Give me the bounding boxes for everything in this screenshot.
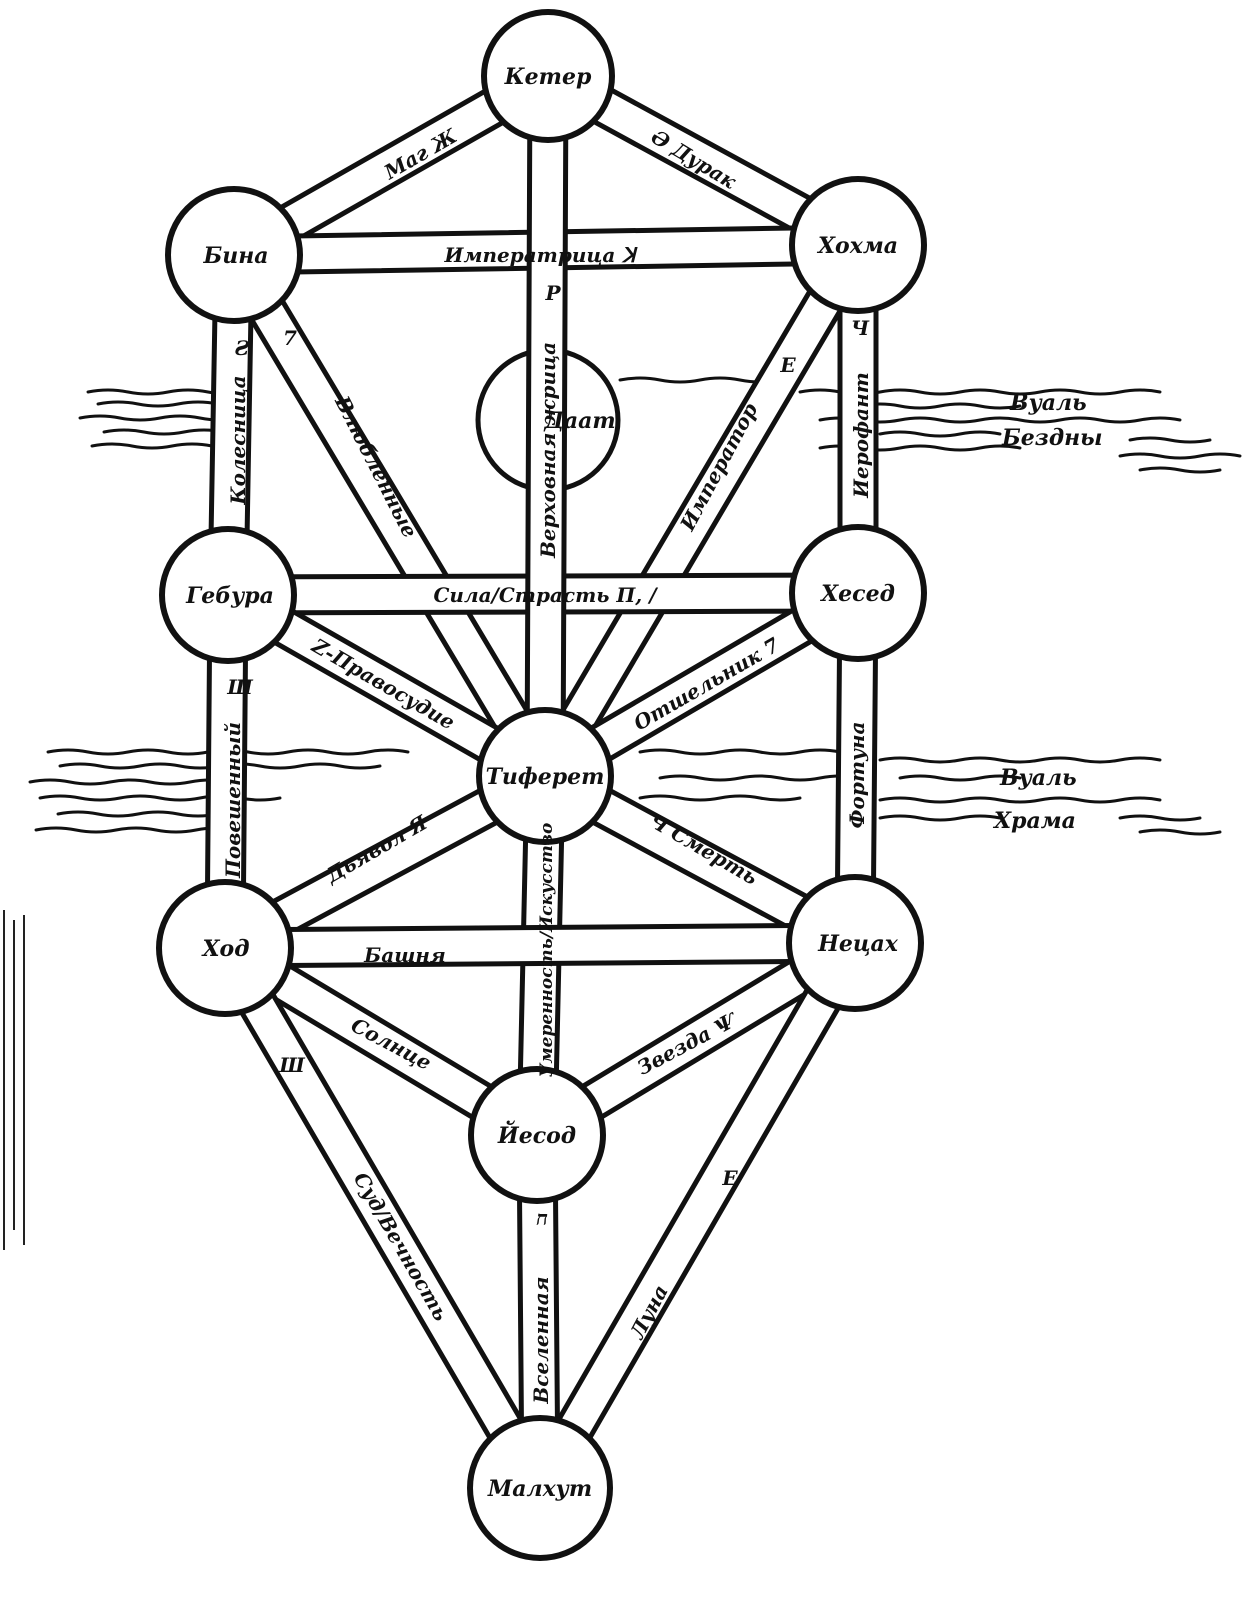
path-label-hesed-netzah: Фортуна bbox=[845, 722, 869, 829]
path-letter-keter-tiferet: P bbox=[544, 281, 561, 305]
path-letter-hokhma-tiferet: E bbox=[779, 353, 796, 377]
path-label-hod-netzah: Башня bbox=[363, 943, 446, 967]
tiferet-circle bbox=[476, 707, 614, 845]
path-label-hod-malkhut: Суд/Вечность bbox=[349, 1168, 454, 1325]
malkhut-label: Малхут bbox=[487, 1476, 592, 1502]
netzah-circle bbox=[786, 874, 924, 1012]
veil-of-temple-lines bbox=[28, 748, 1222, 836]
hokhma-label: Хохма bbox=[816, 233, 898, 259]
gevura-circle bbox=[159, 526, 297, 664]
path-letter-yesod-malkhut: ח bbox=[536, 1206, 548, 1230]
tiferet-label: Тиферет bbox=[486, 764, 605, 790]
bina-label: Бина bbox=[202, 243, 268, 269]
netzah-label: Нецах bbox=[817, 931, 899, 957]
keter-circle bbox=[481, 9, 615, 143]
path-letter-bina-gevura: Ƨ bbox=[235, 336, 250, 360]
veil-labels: Вуаль Бездны Вуаль Храма bbox=[992, 390, 1103, 834]
yesod-circle bbox=[468, 1066, 606, 1204]
path-label-gevura-hesed: Сила/Страсть П, / bbox=[433, 583, 658, 607]
path-label-yesod-malkhut: Вселенная bbox=[529, 1276, 553, 1404]
path-label-bina-gevura: Колесница bbox=[226, 375, 250, 505]
hod-label: Ход bbox=[200, 936, 249, 962]
veil-temple-label-line2: Храма bbox=[992, 808, 1076, 834]
daat-label: Даат bbox=[543, 408, 615, 434]
gevura-label: Гебура bbox=[185, 583, 274, 609]
path-label-bina-hokhma: Императрица ꓘ bbox=[444, 243, 639, 267]
keter-label: Кетер bbox=[504, 64, 592, 90]
path-label-gevura-hod: Повешенный bbox=[221, 722, 245, 879]
hod-circle bbox=[156, 879, 294, 1017]
hesed-label: Хесед bbox=[819, 581, 895, 607]
path-letter-gevura-hod: Ш bbox=[226, 675, 253, 699]
path-label-tiferet-yesod: Умеренность/Искусство bbox=[537, 823, 557, 1078]
bina-circle bbox=[165, 186, 303, 324]
hokhma-circle bbox=[789, 176, 927, 314]
sephirot bbox=[156, 9, 927, 1561]
path-letter-netzah-malkhut: E bbox=[721, 1166, 738, 1190]
malkhut-circle bbox=[467, 1415, 613, 1561]
margin-marks bbox=[3, 910, 25, 1250]
paths-layer bbox=[204, 57, 879, 1500]
veil-abyss-label-line2: Бездны bbox=[1001, 425, 1103, 451]
path-label-keter-tiferet: Верховная жрица bbox=[536, 342, 560, 559]
path-letter-hod-malkhut: Ш bbox=[278, 1053, 305, 1077]
hesed-circle bbox=[789, 524, 927, 662]
yesod-label: Йесод bbox=[497, 1120, 576, 1149]
veil-temple-label-line1: Вуаль bbox=[999, 765, 1077, 791]
path-letter-hokhma-hesed: Ч bbox=[851, 316, 870, 340]
path-label-gevura-tiferet: Z-Правосудие bbox=[307, 633, 459, 735]
veil-abyss-label-line1: Вуаль bbox=[1009, 390, 1087, 416]
path-label-hesed-tiferet: Отшельник 7 bbox=[630, 633, 784, 736]
path-label-hokhma-hesed: Иерофант bbox=[849, 372, 873, 499]
path-letter-bina-tiferet: 7 bbox=[283, 326, 297, 350]
sephirot-labels: Кетер Бина Хохма Даат Гебура Хесед Тифер… bbox=[185, 64, 899, 1502]
